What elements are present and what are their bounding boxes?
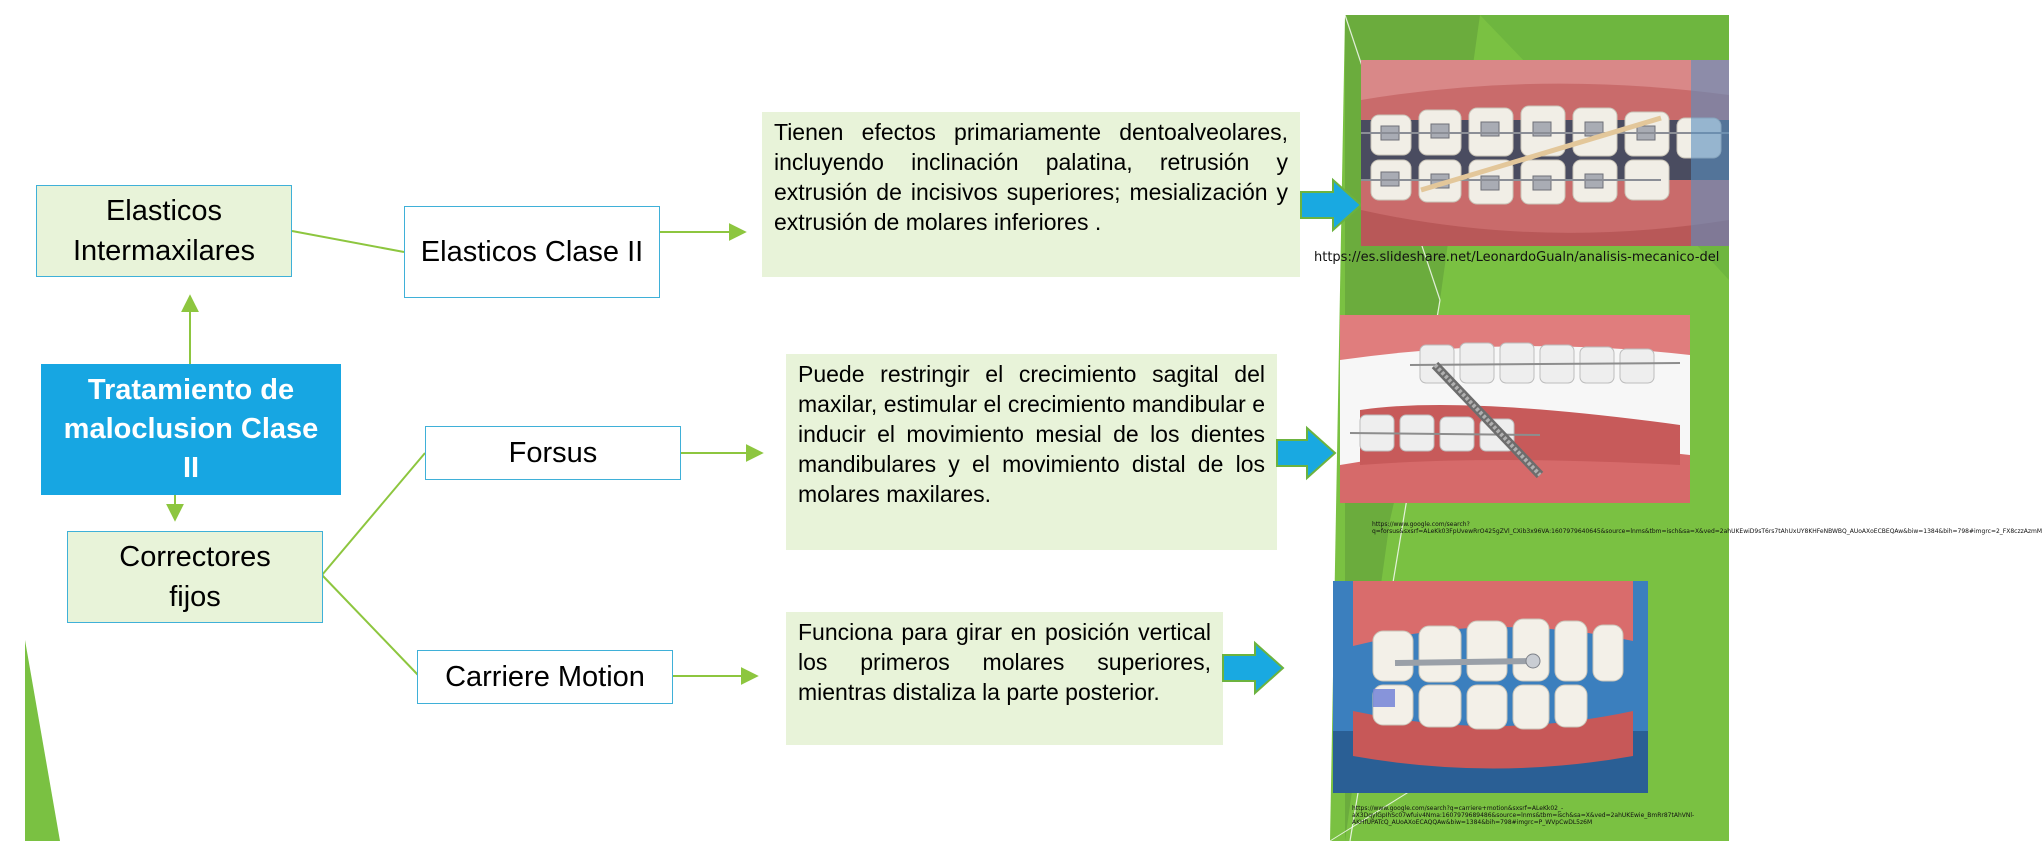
node-elasticos-intermaxilares: Elasticos Intermaxilares	[36, 185, 292, 277]
node-root: Tratamiento de maloclusion Clase II	[41, 364, 341, 495]
blue-arrow-layer	[1222, 177, 1363, 696]
node-elasticos-clase-ii: Elasticos Clase II	[404, 206, 660, 298]
source-elasticos: https://es.slideshare.net/LeonardoGualn/…	[1314, 250, 1719, 266]
node-label: Elasticos Intermaxilares	[72, 195, 256, 267]
description-text: Funciona para girar en posición vertical…	[798, 619, 1211, 705]
source-forsus: https://www.google.com/search?q=forsus&s…	[1372, 521, 2042, 541]
description-carriere: Funciona para girar en posición vertical…	[786, 612, 1223, 745]
arrow-right-icon	[1222, 640, 1285, 696]
left-green-triangle	[25, 640, 60, 841]
braces-elastics-image	[1361, 60, 1729, 246]
connector-elasticos	[291, 230, 405, 253]
description-elasticos: Tienen efectos primariamente dentoalveol…	[762, 112, 1300, 277]
source-url: https://es.slideshare.net/LeonardoGualn/…	[1314, 250, 1720, 265]
elasticos-photo	[1361, 60, 1729, 246]
root-label: Tratamiento de maloclusion Clase II	[63, 374, 319, 484]
source-carriere: https://www.google.com/search?q=carriere…	[1352, 805, 1694, 827]
connector-carriere	[321, 574, 419, 676]
node-label: Correctores fijos	[119, 541, 271, 613]
node-label: Elasticos Clase II	[420, 236, 644, 268]
description-text: Puede restringir el crecimiento sagital …	[798, 361, 1265, 507]
source-url: https://www.google.com/search?q=carriere…	[1352, 805, 1695, 826]
connector-forsus	[321, 452, 426, 576]
connector-layer	[166, 223, 764, 685]
carriere-appliance-image	[1333, 581, 1648, 793]
node-forsus: Forsus	[425, 426, 681, 480]
description-forsus: Puede restringir el crecimiento sagital …	[786, 354, 1277, 550]
source-url: https://www.google.com/search?q=forsus&s…	[1372, 521, 2042, 535]
arrow-right-icon	[1300, 177, 1363, 233]
forsus-appliance-image	[1340, 315, 1690, 503]
forsus-photo	[1340, 315, 1690, 503]
arrow-right-icon	[1276, 425, 1337, 481]
carriere-photo	[1333, 581, 1648, 793]
node-correctores-fijos: Correctores fijos	[67, 531, 323, 623]
node-label: Carriere Motion	[445, 661, 645, 693]
node-label: Forsus	[508, 437, 598, 469]
node-carriere-motion: Carriere Motion	[417, 650, 673, 704]
description-text: Tienen efectos primariamente dentoalveol…	[774, 119, 1288, 235]
